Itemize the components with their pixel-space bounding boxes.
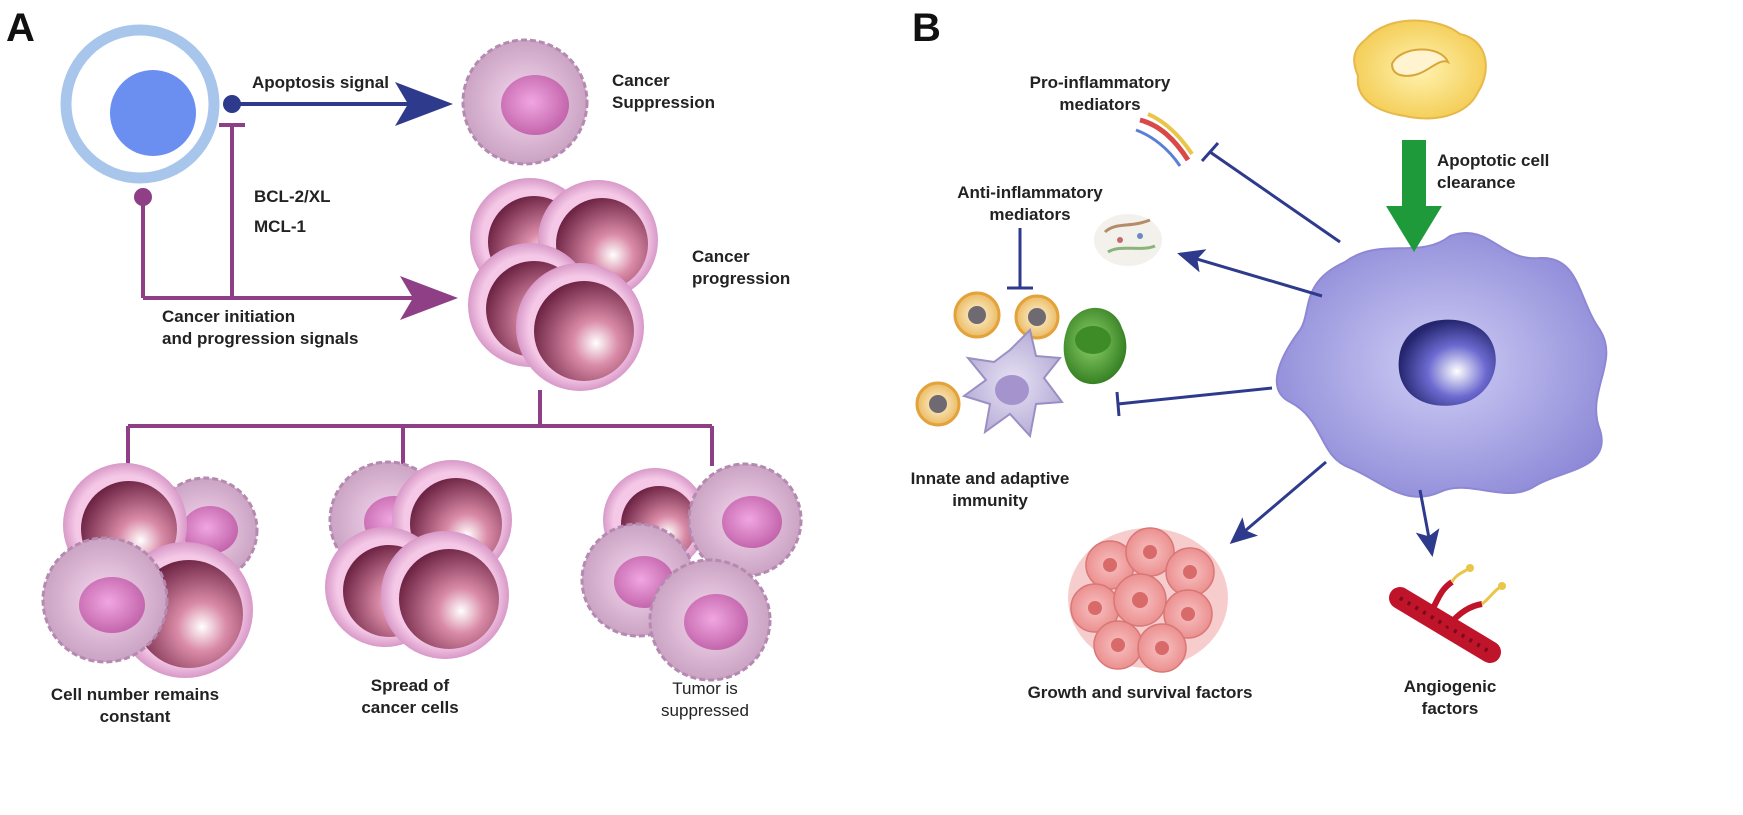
initiation-arrow [134,188,458,320]
label-apoptotic-clearance: Apoptotic cell clearance [1437,151,1550,192]
bcl2-inhibition [219,123,245,298]
panel-b-letter: B [912,6,941,50]
apoptosis-arrow [223,82,453,126]
anti-inflammatory-icon [1094,214,1162,266]
label-cancer-progression: Cancer progression [692,247,791,288]
label-apoptosis-signal: Apoptosis signal [252,73,389,92]
branch-lines [126,390,714,466]
blood-vessel [1389,564,1506,663]
tumor-mass [1068,527,1228,673]
green-arrow [1386,140,1442,252]
apoptotic-cell [1353,19,1487,120]
label-immunity: Innate and adaptive immunity [910,469,1070,510]
progression-cluster [468,178,658,391]
panel-a-letter: A [6,6,35,50]
label-outcome-suppressed: Tumor is suppressed [661,679,749,720]
label-growth-factors: Growth and survival factors [1027,683,1253,702]
label-outcome-constant: Cell number remains constant [50,685,220,726]
label-angiogenic-factors: Angiogenic factors [1403,677,1497,718]
cluster-suppressed [580,462,803,682]
cluster-constant [41,463,259,678]
label-anti-inflammatory: Anti-inflammatory mediators [957,183,1103,224]
label-cancer-suppression: Cancer Suppression [612,71,715,112]
label-outcome-spread: Spread of cancer cells [361,676,459,717]
normal-cell [60,24,220,184]
immune-cells [915,291,1127,439]
blue-connectors [1007,142,1440,557]
label-bcl2-xl: BCL-2/XL [254,187,331,206]
cluster-spread [325,460,512,659]
pro-inflammatory-icon [1135,112,1194,167]
macrophage [1275,232,1608,498]
label-mcl1: MCL-1 [254,217,306,236]
label-pro-inflammatory: Pro-inflammatory mediators [1029,73,1171,114]
label-initiation-signals: Cancer initiation and progression signal… [162,307,359,348]
fluffy-cell-suppression [461,38,589,166]
